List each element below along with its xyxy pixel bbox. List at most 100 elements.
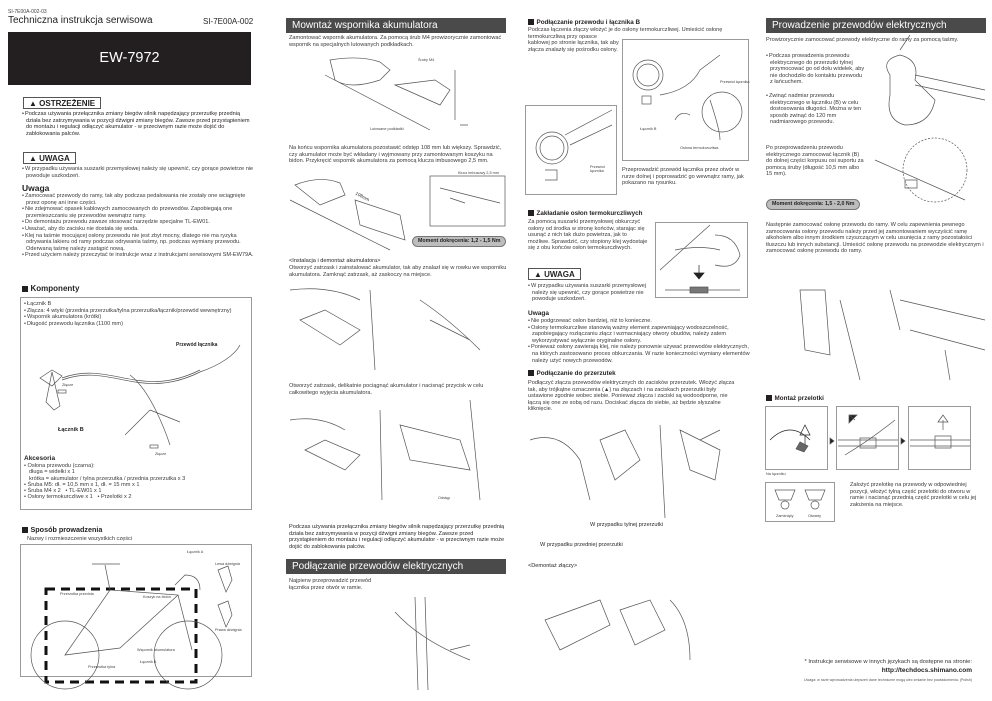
footer-disclaimer: Uwaga: w razie wprowadzenia ulepszeń dan… bbox=[804, 678, 972, 682]
list-item: TL-EW01 x 1 bbox=[68, 488, 102, 495]
label-closed: Zamknięty bbox=[776, 514, 794, 518]
label-plug: Złącze bbox=[62, 383, 74, 387]
routing-wires-text2: Po przeprowadzeniu przewodu elektryczneg… bbox=[766, 145, 864, 178]
label-junction-b: Łącznik B bbox=[140, 660, 157, 664]
list-item: Zamocować przewody do ramy, tak aby podc… bbox=[22, 193, 254, 206]
section-title-battery-mount: Mowntaż wspornika akumulatora bbox=[286, 18, 506, 33]
label-junction-b: Łącznik B bbox=[58, 427, 84, 433]
label-battery-mount: Wspornik akumulatora bbox=[137, 648, 175, 652]
label-junction-a: Łącznik A bbox=[187, 550, 204, 554]
list-item: Osłony termokurczliwe stanowią ważny ele… bbox=[528, 325, 750, 345]
accessories-heading: Akcesoria bbox=[24, 455, 56, 462]
heat-caution-text: W przypadku używania suszarki przemysłow… bbox=[528, 283, 653, 303]
routing-box bbox=[20, 544, 252, 677]
grommet-step-1 bbox=[765, 406, 828, 470]
remove-illustration bbox=[289, 399, 481, 501]
label-heat-shrink: Osłona termokurczliwa bbox=[680, 146, 719, 150]
label-cable: Przewód łącznika bbox=[720, 80, 750, 84]
warning-text: Podczas używania przełącznika zmiany bie… bbox=[22, 111, 254, 137]
routing-heading: Sposób prowadzenia bbox=[22, 525, 103, 534]
label-plug: Złącze bbox=[155, 452, 167, 456]
derailleur-connect-illustration bbox=[529, 424, 721, 519]
doc-number: SI-7E00A-002 bbox=[203, 17, 254, 26]
list-item: W przypadku używania suszarki przemysłow… bbox=[22, 166, 254, 179]
wire-connect-text: Najpierw przeprowadzić przewód łącznika … bbox=[289, 578, 372, 591]
grommet-detail-illustration bbox=[774, 489, 826, 510]
label-front-derailleur: Przerzutka przednia bbox=[60, 592, 94, 596]
label-gap: Odstęp bbox=[438, 496, 451, 500]
list-item: Długość przewodu łącznika (1100 mm) bbox=[24, 321, 249, 328]
list-item: Śruba M4 x 2 bbox=[27, 488, 61, 495]
battery-mount-text: Zamontować wspornik akumulatora. Za pomo… bbox=[289, 35, 502, 48]
grommet-step-3 bbox=[908, 406, 971, 470]
disconnect-illustration bbox=[544, 599, 691, 661]
grommet-detail-box bbox=[765, 482, 835, 522]
list-item: Złącza: 4 wtyki (przednia przerzutka/tyl… bbox=[24, 308, 249, 315]
label-bosses: Lutowane podkładki bbox=[370, 127, 404, 131]
components-illustration bbox=[39, 344, 241, 449]
notes-list: Zamocować przewody do ramy, tak aby podc… bbox=[22, 193, 254, 259]
downtube-illustration bbox=[535, 109, 613, 181]
accessories-list: • Osłona przewodu (czarna): długa = wide… bbox=[24, 463, 249, 501]
label-junction-b: Łącznik B bbox=[640, 127, 657, 131]
routing-subtitle: Nazwy i rozmieszczenie wszystkich części bbox=[27, 536, 133, 542]
wire-cover-illustration bbox=[799, 289, 986, 381]
remove-text: Otworzyć zatrzask, delikatnie pociągnąć … bbox=[289, 383, 484, 396]
junction-connect-text: Podczas łączenia złączy włożyć je do osł… bbox=[528, 27, 750, 178]
list-item: Osłony termokurczliwe x 1 bbox=[27, 494, 93, 501]
install-text: Otworzyć zatrzask i zainstalować akumula… bbox=[289, 265, 507, 278]
list-item: krótka = akumulator / tylna przerzutka /… bbox=[29, 475, 186, 482]
label-rear-derailleur: Przerzutka tylna bbox=[88, 665, 116, 669]
doc-code: SI-7E00A-002-03 bbox=[8, 9, 47, 15]
list-item: W przypadku używania suszarki przemysłow… bbox=[528, 283, 653, 303]
caution-label-text: UWAGA bbox=[544, 270, 575, 279]
components-list: Łącznik B Złącza: 4 wtyki (przednia prze… bbox=[24, 301, 249, 327]
rear-derailleur-illustration bbox=[886, 34, 986, 126]
footer-url[interactable]: http://techdocs.shimano.com bbox=[881, 667, 972, 674]
list-item: Zwinąć nadmiar przewodu elektrycznego w … bbox=[766, 93, 866, 126]
derailleur-connect-heading: Podłączanie do przerzutek bbox=[528, 370, 616, 377]
install-illustration bbox=[289, 288, 481, 371]
bb-junction-illustration bbox=[874, 137, 968, 203]
bike-illustration bbox=[30, 563, 233, 690]
front-derailleur-caption: W przypadku przedniej przerzutki bbox=[540, 542, 623, 548]
list-item: Podczas prowadzenia przewodu elektryczne… bbox=[766, 53, 866, 86]
torque-badge: Moment dokręcenia: 1,5 - 2,0 Nm bbox=[766, 199, 861, 210]
downtube-illustration-box bbox=[525, 105, 617, 195]
label-bottle-cage: Koszyk na bidon bbox=[143, 595, 171, 599]
label-left-lever: Lewa dźwignia bbox=[215, 562, 240, 566]
heat-notes-list: Nie podgrzewać osłon bardziej, niż to ko… bbox=[528, 318, 750, 364]
label-on-junction: Na łączniku bbox=[766, 472, 786, 476]
list-item: Ponieważ osłony zawierają klej, nie nale… bbox=[528, 344, 750, 364]
list-item: Śruba M5: dł. = 10,5 mm x 1, dł. = 15 mm… bbox=[27, 481, 140, 488]
list-item: długa = widełki x 1 bbox=[29, 469, 75, 476]
caution-label: ▲ UWAGA bbox=[23, 152, 76, 164]
list-item: Podczas używania przełącznika zmiany bie… bbox=[22, 111, 254, 137]
list-item: Przed użyciem należy przeczytać te instr… bbox=[22, 252, 254, 259]
heat-shrink-illustration bbox=[659, 224, 741, 294]
paragraph: Podczas łączenia złączy włożyć je do osł… bbox=[528, 27, 723, 53]
section-title-routing-wires: Prowadzenie przewodów elektrycznych bbox=[766, 18, 986, 33]
doc-title: Techniczna instrukcja serwisowa bbox=[8, 15, 153, 26]
section-title-wire-connect: Podłączanie przewodów elektrycznych bbox=[286, 559, 506, 574]
label-cable: Przewód łącznika bbox=[590, 165, 605, 173]
warning-label-text: OSTRZEŻENIE bbox=[39, 99, 96, 108]
install-heading: <Instalacja i demontaż akumulatora> bbox=[289, 258, 381, 264]
grommet-text: Założyć przelotkę na przewody w odpowied… bbox=[850, 482, 977, 508]
list-item: Klej na taśmie mocującej osłony przewodu… bbox=[22, 233, 254, 253]
disconnect-heading: <Demontaż złączy> bbox=[528, 563, 578, 569]
model-box: EW-7972 bbox=[8, 32, 251, 85]
battery-gap-illustration bbox=[289, 175, 506, 251]
caution-text: W przypadku używania suszarki przemysłow… bbox=[22, 166, 254, 179]
list-item: Nie zdejmować opasek kablowych zamocowan… bbox=[22, 206, 254, 219]
heat-shrink-heading: Zakładanie osłon termokurczliwych bbox=[528, 210, 643, 217]
grommet-illustration bbox=[769, 414, 970, 456]
caution-label-text: UWAGA bbox=[39, 154, 70, 163]
derailleur-connect-text: Podłączyć złącza przewodów elektrycznych… bbox=[528, 380, 735, 413]
battery-mount-illustration bbox=[324, 57, 468, 131]
warning-label: ▲ OSTRZEŻENIE bbox=[23, 97, 102, 109]
list-item: Łącznik B bbox=[24, 301, 249, 308]
label-right-lever: Prawa dźwignia bbox=[215, 628, 242, 632]
label-m4-screws: Śruby M4 bbox=[418, 58, 435, 62]
list-item: Uważać, aby do zacisku nie dostała się w… bbox=[22, 226, 254, 233]
